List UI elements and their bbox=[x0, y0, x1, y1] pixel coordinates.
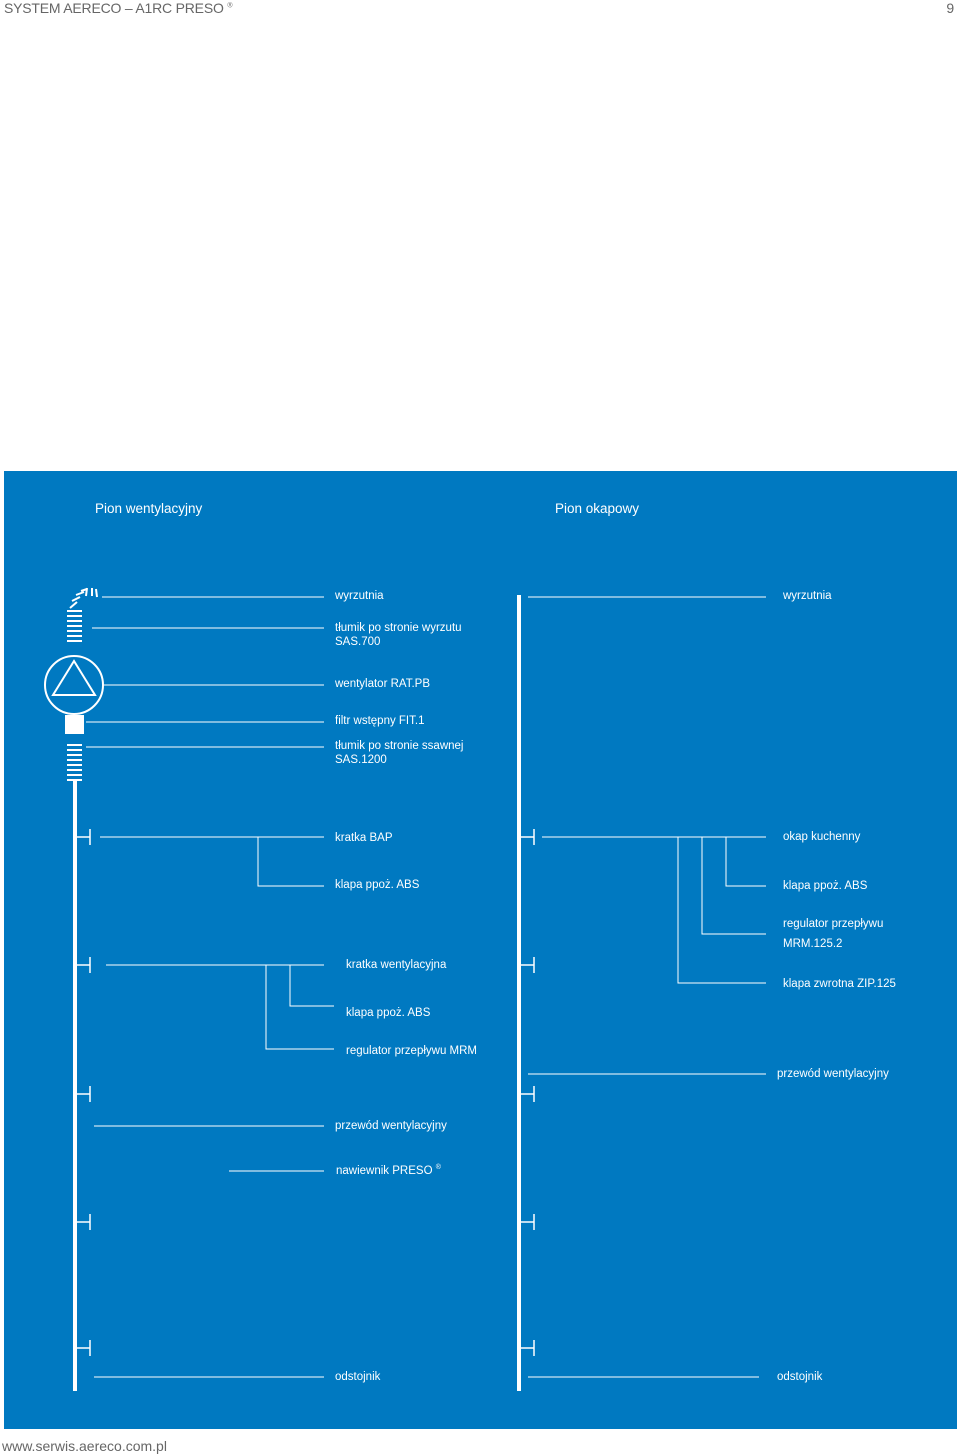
silencer-discharge-icon bbox=[67, 610, 82, 642]
label-kratka-bap: kratka BAP bbox=[335, 832, 393, 844]
label-silencer-intake-code: SAS.1200 bbox=[335, 754, 387, 766]
label-check-valve: klapa zwrotna ZIP.125 bbox=[783, 978, 896, 990]
label-fire-damper-1: klapa ppoż. ABS bbox=[335, 879, 420, 891]
label-silencer-discharge: tłumik po stronie wyrzutu bbox=[335, 622, 462, 634]
right-column-title: Pion okapowy bbox=[555, 501, 640, 516]
label-fire-damper-right: klapa ppoż. ABS bbox=[783, 880, 868, 892]
label-flow-regulator-mrm: regulator przepływu MRM bbox=[346, 1045, 478, 1057]
label-preso-inlet: nawiewnik PRESO ® bbox=[336, 1164, 441, 1177]
left-column-title: Pion wentylacyjny bbox=[95, 501, 203, 516]
document-header-title: SYSTEM AERECO – A1RC PRESO ® bbox=[4, 0, 233, 16]
diagram-panel: Pion wentylacyjny Pion okapowy wyrzutnia… bbox=[4, 471, 957, 1429]
label-wyrzutnia-right: wyrzutnia bbox=[783, 590, 832, 602]
label-duct-right: przewód wentylacyjny bbox=[777, 1068, 889, 1080]
label-fan: wentylator RAT.PB bbox=[335, 678, 431, 690]
label-silencer-discharge-code: SAS.700 bbox=[335, 636, 381, 648]
label-flow-regulator-right: regulator przepływu bbox=[783, 918, 884, 930]
label-flow-regulator-code: MRM.125.2 bbox=[783, 938, 843, 950]
label-settler-left: odstojnik bbox=[335, 1371, 381, 1383]
label-vent-grille: kratka wentylacyjna bbox=[346, 959, 447, 971]
right-floor-branches bbox=[521, 829, 535, 1356]
silencer-intake-icon bbox=[67, 744, 82, 781]
label-filter: filtr wstępny FIT.1 bbox=[335, 715, 425, 727]
page-number: 9 bbox=[946, 0, 954, 16]
filter-icon bbox=[65, 715, 84, 734]
fan-icon bbox=[44, 655, 104, 715]
exhaust-elbow-icon bbox=[69, 587, 98, 609]
ventilation-diagram bbox=[44, 587, 766, 1391]
label-silencer-intake: tłumik po stronie ssawnej bbox=[335, 740, 464, 752]
label-fire-damper-2: klapa ppoż. ABS bbox=[346, 1007, 431, 1019]
label-kitchen-hood: okap kuchenny bbox=[783, 831, 861, 843]
label-wyrzutnia-left: wyrzutnia bbox=[335, 590, 384, 602]
label-duct-left: przewód wentylacyjny bbox=[335, 1120, 447, 1132]
label-settler-right: odstojnik bbox=[777, 1371, 823, 1383]
footer-url[interactable]: www.serwis.aereco.com.pl bbox=[2, 1438, 167, 1454]
left-floor-branches bbox=[77, 829, 91, 1356]
